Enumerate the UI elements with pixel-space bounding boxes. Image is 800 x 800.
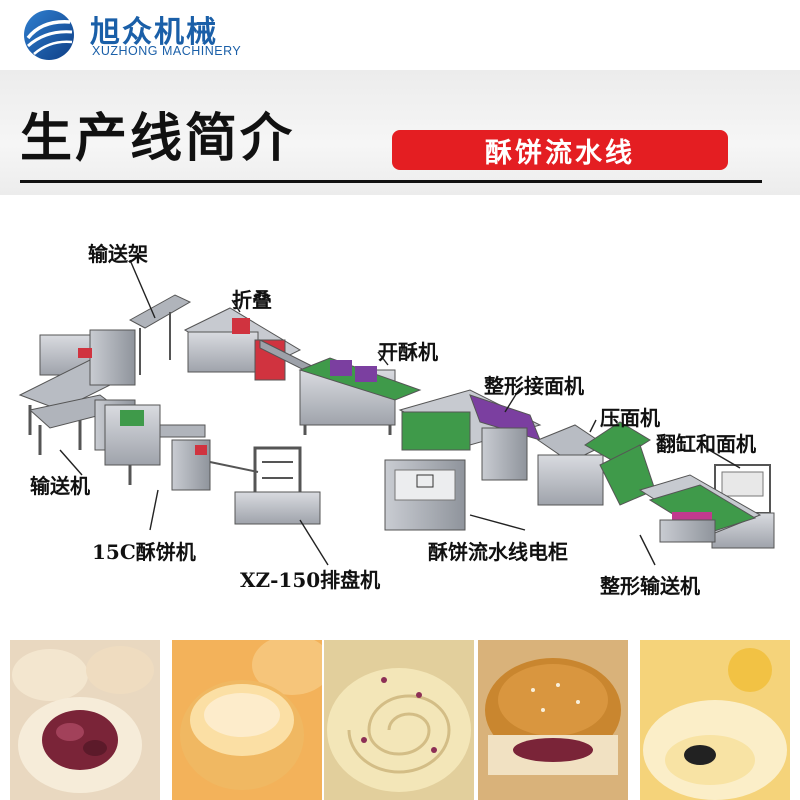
label-dough-press: 压面机 <box>600 406 660 430</box>
sesame-pastry-photo <box>478 640 628 800</box>
pastry-machine-15c <box>104 404 211 491</box>
golden-cake-photo <box>172 640 322 800</box>
conveyor-rack-machine <box>18 329 136 450</box>
egg-yolk-pastry-photo <box>640 640 790 800</box>
page-title: 生产线简介 <box>20 109 296 169</box>
label-conveyor: 输送机 <box>30 474 90 498</box>
label-tilt-mixer: 翻缸和面机 <box>656 432 756 456</box>
product-photos <box>0 640 800 800</box>
brand-name-cn: 旭众机械 <box>90 15 218 50</box>
title-divider <box>20 180 762 183</box>
incline-conveyor <box>128 294 192 375</box>
label-control-cabinet: 酥饼流水线电柜 <box>428 540 568 564</box>
shaping-connector-machine <box>398 389 542 481</box>
subtitle-text: 酥饼流水线 <box>485 137 635 169</box>
pastry-opener-machine <box>298 357 422 435</box>
control-cabinet <box>384 459 466 531</box>
folding-machine <box>183 307 302 381</box>
header: 旭众机械 XUZHONG MACHINERY <box>0 0 800 66</box>
rose-pastry-photo <box>10 640 160 800</box>
callout-lines <box>59 259 741 566</box>
label-folding: 折叠 <box>232 288 272 312</box>
globe-logo-icon <box>24 10 74 60</box>
shaping-conveyor-machine <box>638 474 762 543</box>
label-shaping-connector: 整形接面机 <box>484 374 584 398</box>
label-15c-pastry-machine: 15C酥饼机 <box>92 540 196 564</box>
label-pastry-opener: 开酥机 <box>378 340 438 364</box>
production-line-diagram: 输送架 折叠 开酥机 整形接面机 压面机 翻缸和面机 输送机 15C酥饼机 XZ… <box>0 200 800 620</box>
tray-arranger-machine <box>209 446 321 525</box>
label-tray-arranger: XZ-150排盘机 <box>240 568 381 592</box>
brand-name-en: XUZHONG MACHINERY <box>92 44 242 58</box>
label-conveyor-rack: 输送架 <box>88 242 148 266</box>
label-shaping-conveyor: 整形输送机 <box>600 574 700 598</box>
subtitle-badge: 酥饼流水线 <box>392 130 728 170</box>
production-line-illustration <box>18 259 775 566</box>
dough-press-machine <box>536 421 656 506</box>
flaky-swirl-photo <box>324 640 474 800</box>
